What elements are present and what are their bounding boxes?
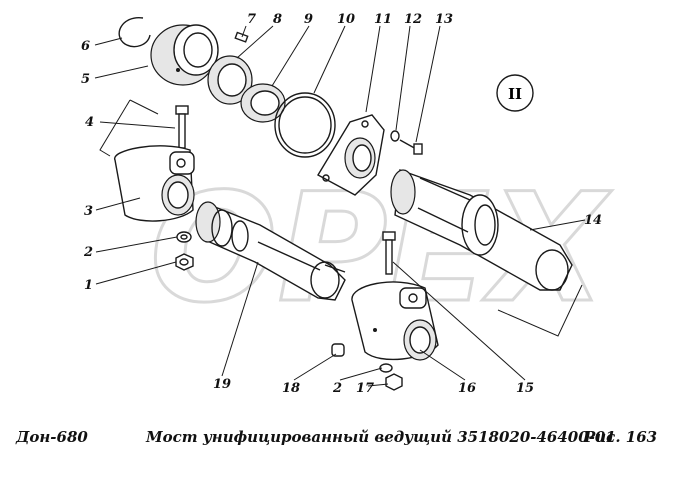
- part-washer-left: [176, 231, 192, 243]
- view-marker: II: [496, 74, 534, 112]
- view-label: II: [508, 85, 522, 103]
- part-snap-ring: [118, 17, 151, 48]
- callout-13: 13: [435, 12, 453, 27]
- part-seal: [207, 55, 253, 105]
- part-pin: [234, 31, 249, 43]
- part-yoke-clamp-lower: [351, 281, 439, 361]
- part-propeller-shaft: [195, 201, 346, 301]
- callout-2b: 2: [332, 381, 342, 396]
- callout-4: 4: [85, 115, 94, 130]
- callout-9: 9: [304, 12, 313, 27]
- part-washer-nut-lower: [379, 363, 403, 391]
- callout-12: 12: [404, 12, 422, 27]
- callout-16: 16: [458, 381, 476, 396]
- part-bolt-lower: [382, 231, 396, 275]
- footer-model: Дон-680: [16, 428, 88, 446]
- callout-2: 2: [83, 245, 93, 260]
- callout-17: 17: [356, 381, 374, 396]
- part-o-ring: [274, 92, 336, 158]
- part-ring: [240, 83, 286, 123]
- part-bolt-upper: [175, 105, 189, 149]
- leader-lines: [94, 25, 586, 387]
- part-flange: [317, 114, 385, 196]
- part-nut-left: [175, 253, 194, 271]
- callout-15: 15: [516, 381, 534, 396]
- part-output-shaft: [390, 169, 573, 291]
- footer-title: Мост унифицированный ведущий 3518020-464…: [146, 428, 616, 446]
- callout-11: 11: [374, 12, 392, 27]
- callout-8: 8: [273, 12, 282, 27]
- callout-19: 19: [213, 377, 231, 392]
- part-small-bolt: [390, 130, 423, 155]
- callout-6: 6: [81, 39, 90, 54]
- footer-figure-number: Рис. 163: [584, 428, 658, 446]
- callout-7: 7: [247, 12, 256, 27]
- part-grease-fitting: [331, 343, 345, 357]
- assembly-bracket-right: [497, 284, 583, 337]
- part-cup-housing: [150, 24, 219, 86]
- callout-5: 5: [81, 72, 90, 87]
- callout-1: 1: [84, 278, 93, 293]
- callout-labels: 6 5 7 8 9 10 11 12 13 4 3 2 1 14 15 16 1…: [81, 12, 602, 396]
- assembly-bracket-left: [99, 99, 159, 157]
- callout-10: 10: [337, 12, 355, 27]
- part-yoke-clamp: [114, 145, 195, 222]
- callout-14: 14: [584, 213, 602, 228]
- callout-3: 3: [84, 204, 93, 219]
- callout-18: 18: [282, 381, 300, 396]
